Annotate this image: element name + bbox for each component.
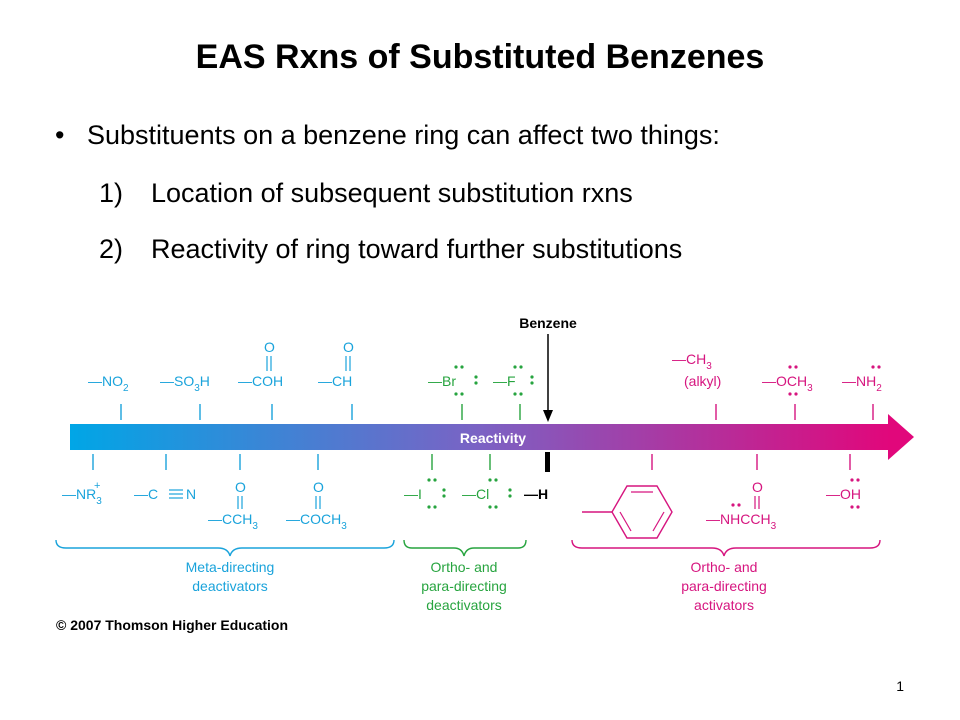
svg-text:O: O (313, 479, 324, 495)
substituent-f: —F (493, 365, 534, 396)
substituent-oh: —OH (826, 478, 861, 509)
svg-text:—OH: —OH (826, 486, 861, 502)
substituent-h: —H (524, 486, 548, 502)
substituent-och3: —OCH3 (762, 365, 813, 396)
bond-dash: — (88, 373, 102, 389)
plus-charge: + (94, 480, 100, 492)
substituent-cho: O —CH (318, 339, 354, 389)
svg-text:—Cl: —Cl (462, 486, 489, 502)
numbered-item-text: Location of subsequent substitution rxns (151, 178, 633, 208)
svg-text:—SO3H: —SO3H (160, 373, 210, 394)
svg-text:deactivators: deactivators (426, 597, 501, 613)
substituent-coch3-ketone: O —CCH3 (208, 479, 258, 532)
svg-text:—NHCCH3: —NHCCH3 (706, 511, 777, 532)
svg-text:—OCH3: —OCH3 (762, 373, 813, 394)
bracket-op-activators (571, 539, 881, 557)
bullet-text: Substituents on a benzene ring can affec… (87, 120, 720, 150)
svg-text:—NO2: —NO2 (88, 373, 129, 394)
substituent-cooh: O —COH (238, 339, 283, 389)
benzene-pointer: Benzene (519, 315, 577, 472)
atom-label: NO (102, 373, 123, 389)
substituent-nhcoch3: O —NHCCH3 (706, 479, 777, 532)
substituent-phenyl (582, 485, 673, 539)
substituent-cn: —C N (134, 486, 196, 502)
numbered-item-label: 1) (99, 178, 124, 208)
svg-text:—F: —F (493, 373, 516, 389)
svg-text:Ortho- and: Ortho- and (691, 559, 758, 575)
bullet-dot-icon: • (55, 120, 65, 150)
benzene-marker (545, 452, 550, 472)
svg-text:Meta-directing: Meta-directing (186, 559, 275, 575)
svg-text:O: O (264, 339, 275, 355)
group-brackets (55, 539, 881, 557)
svg-text:O: O (235, 479, 246, 495)
svg-text:O: O (343, 339, 354, 355)
group-label-op-activators: Ortho- and para-directing activators (681, 559, 767, 613)
top-ticks-magenta (715, 404, 874, 420)
substituent-nh2: —NH2 (842, 365, 882, 394)
substituent-br: —Br (428, 365, 478, 396)
alkyl-note: (alkyl) (684, 373, 721, 389)
substituent-i: —I (404, 478, 446, 509)
svg-text:O: O (752, 479, 763, 495)
substituent-so3h: —SO3H (160, 373, 210, 394)
substituent-no2: —NO2 (88, 373, 129, 394)
group-label-op-deactivators: Ortho- and para-directing deactivators (421, 559, 507, 613)
svg-text:—CCH3: —CCH3 (208, 511, 258, 532)
svg-text:N: N (186, 486, 196, 502)
numbered-item-label: 2) (99, 234, 124, 264)
svg-text:activators: activators (694, 597, 754, 613)
bottom-ticks-green (431, 454, 491, 470)
top-ticks-blue (120, 404, 353, 420)
benzene-pointer-arrow-icon (543, 410, 553, 422)
bracket-op-deactivators (403, 539, 527, 557)
subscript: 2 (123, 383, 129, 394)
svg-text:—C: —C (134, 486, 158, 502)
bottom-ticks-blue (92, 454, 319, 470)
svg-text:—I: —I (404, 486, 422, 502)
reactivity-label: Reactivity (460, 430, 526, 446)
svg-text:—Br: —Br (428, 373, 456, 389)
svg-text:—COCH3: —COCH3 (286, 511, 347, 532)
page-number: 1 (896, 678, 904, 694)
copyright-note: © 2007 Thomson Higher Education (56, 617, 288, 633)
svg-text:para-directing: para-directing (681, 578, 767, 594)
reactivity-arrow: Reactivity (70, 414, 914, 460)
slide-title: EAS Rxns of Substituted Benzenes (195, 38, 765, 76)
svg-text:—H: —H (524, 486, 548, 502)
top-ticks-green (461, 404, 521, 420)
bottom-ticks-magenta (651, 454, 851, 470)
svg-text:para-directing: para-directing (421, 578, 507, 594)
reactivity-arrowhead-icon (888, 414, 914, 460)
substituent-ch3: —CH3 (alkyl) (672, 351, 721, 389)
svg-text:—NH2: —NH2 (842, 373, 882, 394)
svg-text:—NR3: —NR3 (62, 486, 102, 507)
substituent-cooch3: O —COCH3 (286, 479, 347, 532)
benzene-label: Benzene (519, 315, 577, 331)
bracket-meta-deactivators (55, 539, 395, 557)
substituent-nr3: + —NR3 (62, 480, 102, 507)
svg-text:—CH: —CH (318, 373, 352, 389)
svg-text:deactivators: deactivators (192, 578, 267, 594)
group-label-meta: Meta-directing deactivators (186, 559, 275, 594)
numbered-item-text: Reactivity of ring toward further substi… (151, 234, 683, 264)
svg-text:—CH3: —CH3 (672, 351, 712, 372)
svg-text:—COH: —COH (238, 373, 283, 389)
substituent-cl: —Cl (462, 478, 512, 509)
svg-text:Ortho- and: Ortho- and (431, 559, 498, 575)
reactivity-arrow-body (70, 424, 890, 450)
benzene-ring-icon (611, 485, 673, 539)
